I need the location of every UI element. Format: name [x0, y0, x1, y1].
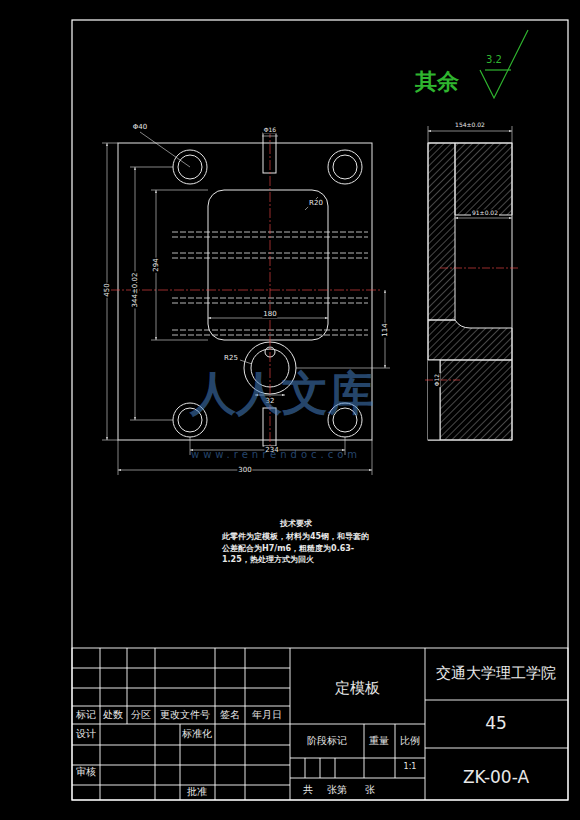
- table-cell: 标记: [76, 709, 96, 721]
- table-cell: 年月日: [252, 709, 282, 721]
- dimension: 294: [152, 257, 160, 272]
- dimension: R25: [223, 354, 239, 362]
- roughness-value: 3.2: [486, 54, 502, 66]
- table-cell: 标准化: [182, 728, 212, 740]
- requirements-heading: 技术要求: [280, 519, 312, 528]
- dimension: R20: [308, 199, 324, 207]
- dimension: Φ12: [434, 373, 441, 387]
- dimension: 154±0.02: [454, 122, 486, 129]
- table-cell: 分区: [131, 709, 151, 721]
- dimension: Φ40: [132, 123, 148, 131]
- dimension: 180: [262, 310, 277, 318]
- table-cell: 更改文件号: [160, 709, 210, 721]
- dimension: Φ16: [263, 127, 277, 134]
- requirements-note: 此零件为定模板，材料为45钢，和导套的公差配合为H7/m6，粗糙度为0.63-1…: [222, 531, 374, 566]
- watermark: 人人文库: [190, 367, 374, 420]
- table-cell: 处数: [103, 709, 123, 721]
- dimension: 344±0.02: [131, 272, 139, 309]
- table-cell: 张: [365, 784, 375, 796]
- table-cell: 重量: [369, 735, 389, 747]
- watermark-url: www.renrendoc.com: [191, 449, 361, 461]
- dimension: 450: [103, 282, 111, 297]
- dimension: 114: [381, 322, 389, 337]
- school-name: 交通大学理工学院: [436, 665, 556, 682]
- table-cell: 设计: [76, 728, 96, 740]
- table-cell: 共: [303, 784, 313, 796]
- table-cell: 签名: [220, 709, 240, 721]
- table-cell: 审核: [76, 766, 96, 778]
- drawing-number: ZK-00-A: [463, 768, 529, 788]
- part-name: 定模板: [335, 680, 380, 697]
- dimension: 91±0.02: [471, 210, 499, 217]
- table-cell: 比例: [400, 735, 420, 747]
- table-cell: 批准: [187, 786, 207, 798]
- table-cell: 张第: [327, 784, 347, 796]
- roughness-note: 其余: [415, 69, 459, 94]
- table-cell: 阶段标记: [307, 735, 347, 747]
- dimension: 300: [237, 466, 252, 474]
- scale-value: 1:1: [404, 762, 417, 771]
- material: 45: [485, 714, 507, 734]
